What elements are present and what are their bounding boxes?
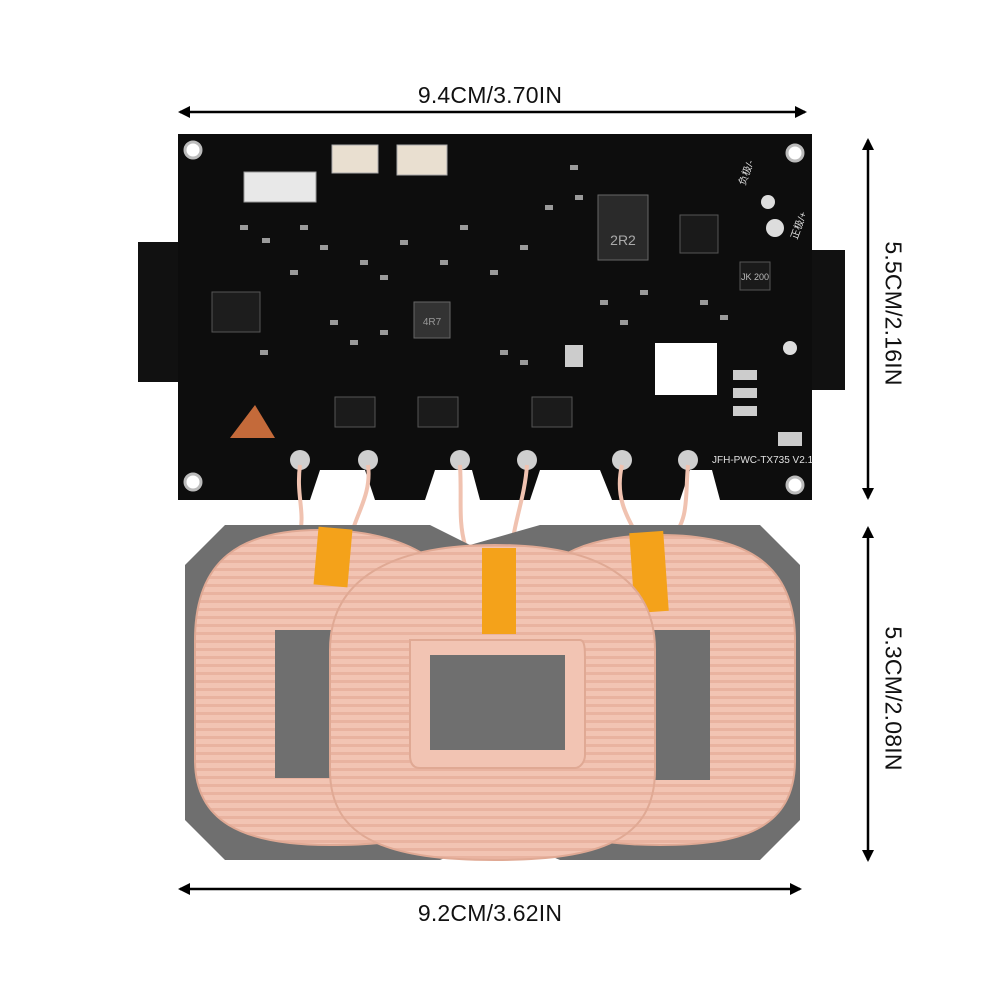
inductor-2r2 [597, 194, 649, 261]
coil-center [329, 543, 656, 862]
jst-connector-2 [396, 144, 448, 176]
pad-round [783, 341, 797, 355]
pad-b [733, 370, 757, 380]
coil-left-tape [313, 526, 353, 588]
ffc-connector [243, 171, 317, 203]
ic-jk200 [739, 261, 771, 291]
inductor-4r7 [413, 301, 451, 339]
esd-warning-icon [230, 405, 275, 438]
coil-center-tape [482, 548, 516, 634]
ic-jk200-label: JK 200 [741, 272, 769, 282]
driver-ic-1 [334, 396, 376, 428]
driver-ic-2 [417, 396, 459, 428]
pad-d [733, 406, 757, 416]
board-model-label: JFH-PWC-TX735 V2.1 [712, 455, 814, 466]
mount-hole-br [785, 475, 805, 495]
inductor-4r7-label: 4R7 [423, 317, 442, 328]
dimension-arrows [178, 106, 874, 895]
mount-hole-bl [183, 472, 203, 492]
pcb-board: 2R2 4R7 JK 200 [138, 134, 845, 500]
driver-ic-3 [531, 396, 573, 428]
mount-hole-tl [183, 140, 203, 160]
smd-components [240, 165, 728, 365]
pad-c [733, 388, 757, 398]
ic-mosfet [679, 214, 719, 254]
dimension-board-height-text: 5.5CM/2.16IN [880, 241, 907, 386]
coil-terminals [290, 450, 698, 470]
pcb-cutout [655, 343, 717, 395]
mount-hole-tr [785, 143, 805, 163]
pad-neg [761, 195, 775, 209]
dimension-bottom-label: 9.2CM/3.62IN [417, 900, 563, 926]
coil-right-tape [629, 530, 669, 614]
ic-main [211, 291, 261, 333]
pad-pos [766, 219, 784, 237]
dimension-top-label: 9.4CM/3.70IN [417, 82, 563, 108]
jst-connector-1 [331, 144, 379, 174]
dimension-coil-height-text: 5.3CM/2.08IN [880, 626, 907, 771]
pad-e [778, 432, 802, 446]
inductor-2r2-label: 2R2 [610, 232, 636, 248]
pad-a [565, 345, 583, 367]
